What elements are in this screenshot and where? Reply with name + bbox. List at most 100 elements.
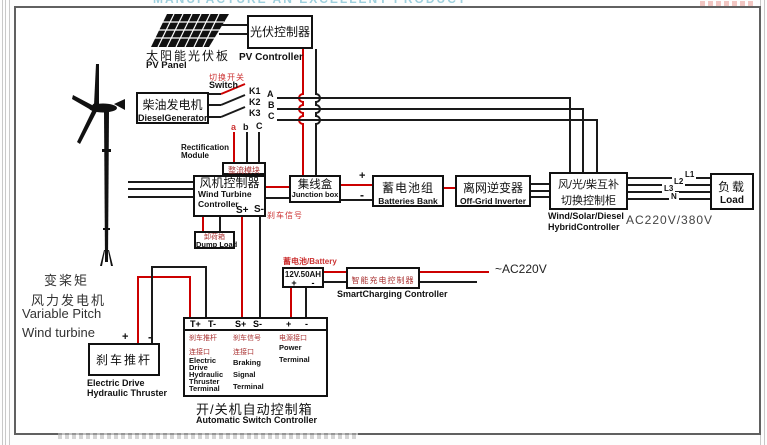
load-zh: 负载 bbox=[717, 180, 746, 194]
switch-en: Switch bbox=[209, 80, 239, 90]
hybrid-controller-box: 风/光/柴互补 切换控制柜 bbox=[549, 172, 628, 210]
rectifier-en1: Rectification bbox=[181, 143, 230, 152]
s-plus-terminal: S+ bbox=[235, 319, 247, 329]
wind-turbine-en: Wind turbine bbox=[22, 325, 95, 340]
col1-zh1: 刹车推杆 bbox=[189, 335, 217, 342]
phase-c-label: C bbox=[268, 111, 275, 121]
left-edge-line bbox=[9, 0, 10, 445]
l1-label: L1 bbox=[683, 170, 697, 179]
pv-controller-label: 光伏控制器 bbox=[249, 25, 310, 39]
right-edge-line bbox=[764, 0, 765, 445]
col2-en1: Braking bbox=[233, 358, 261, 367]
s-minus-label: S- bbox=[254, 204, 264, 215]
charger-zh: 智能充电控制器 bbox=[351, 276, 415, 285]
pv-controller-box: 光伏控制器 bbox=[247, 15, 313, 49]
phase-a-label: A bbox=[267, 89, 274, 99]
k3-label: K3 bbox=[249, 108, 261, 118]
battery12-plus: + bbox=[291, 278, 297, 288]
battery-bank-en: Batteries Bank bbox=[378, 196, 438, 206]
tap-a-label: a bbox=[231, 122, 237, 132]
diesel-en: DieselGenerator bbox=[138, 113, 208, 123]
brake-signal-label: 刹车信号 bbox=[267, 211, 303, 220]
auto-controller-zh: 开/关机自动控制箱 bbox=[196, 402, 313, 417]
battery12-value: 12V.50AH bbox=[284, 270, 322, 279]
s-minus-terminal: S- bbox=[253, 319, 262, 329]
l3-label: L3 bbox=[662, 184, 676, 193]
battery12-minus: - bbox=[311, 278, 315, 288]
diesel-generator-box: 柴油发电机 DieselGenerator bbox=[136, 92, 209, 124]
inverter-zh: 离网逆变器 bbox=[462, 181, 523, 195]
col1-en4: Thruster bbox=[189, 377, 220, 386]
col1-en2: Drive bbox=[189, 363, 208, 372]
s-plus-label: S+ bbox=[236, 205, 249, 216]
wind-controller-box: 风机控制器 Wind Turbine Controller bbox=[193, 175, 266, 217]
hybrid-en2: HybridController bbox=[548, 222, 620, 232]
pv-panel-zh: 太阳能光伏板 bbox=[146, 49, 231, 63]
dump-load-box: 卸荷箱 Dump Load bbox=[194, 231, 238, 249]
hybrid-en1: Wind/Solar/Diesel bbox=[548, 211, 624, 221]
brake-lever-en1: Electric Drive bbox=[87, 378, 145, 388]
k1-label: K1 bbox=[249, 86, 261, 96]
brake-lever-en2: Hydraulic Thruster bbox=[87, 388, 168, 398]
top-banner-text: MANUFACTURE AN EXCELLENT PRODUCT bbox=[153, 0, 467, 6]
top-right-watermark bbox=[700, 1, 756, 7]
ac-output-label: AC220V/380V bbox=[626, 213, 714, 227]
junction-zh: 集线盒 bbox=[297, 179, 333, 191]
hybrid-zh2: 切换控制柜 bbox=[561, 195, 616, 207]
pv-panel-en: PV Panel bbox=[146, 60, 187, 71]
minus-terminal: - bbox=[305, 319, 308, 329]
col2-en2: Signal bbox=[233, 370, 256, 379]
tap-c-label: C bbox=[256, 121, 263, 131]
load-en: Load bbox=[720, 195, 744, 206]
t-plus-terminal: T+ bbox=[190, 319, 201, 329]
battery12-box: 12V.50AH + - bbox=[282, 267, 324, 288]
k2-label: K2 bbox=[249, 97, 261, 107]
t-minus-terminal: T- bbox=[208, 319, 216, 329]
auto-controller-en: Automatic Switch Controller bbox=[196, 415, 318, 425]
col1-en1: Electric bbox=[189, 356, 217, 365]
col3-en2: Terminal bbox=[279, 355, 310, 364]
phase-b-label: B bbox=[268, 100, 275, 110]
auto-controller-box: T+ T- S+ S- + - 刹车推杆 连接口 Electric Drive … bbox=[183, 317, 328, 397]
junction-box: 集线盒 Junction box bbox=[289, 175, 341, 203]
battery-bank-box: 蓄电池组 Batteries Bank bbox=[372, 175, 444, 207]
inverter-box: 离网逆变器 Off-Grid Inverter bbox=[455, 175, 531, 207]
col2-zh2: 连接口 bbox=[233, 349, 254, 356]
variable-pitch-zh2: 风力发电机 bbox=[31, 293, 107, 308]
col3-en1: Power bbox=[279, 343, 302, 352]
auto-col2: 刹车信号 连接口 Braking Signal Terminal bbox=[233, 333, 277, 393]
wind-controller-en1: Wind Turbine bbox=[198, 189, 252, 199]
brake-lever-zh: 刹车推杆 bbox=[95, 353, 152, 367]
brake-lever-box: 刹车推杆 bbox=[88, 343, 160, 376]
pv-controller-en: PV Controller bbox=[239, 52, 303, 63]
n-label: N bbox=[669, 192, 679, 201]
junction-en: Junction box bbox=[291, 190, 339, 199]
auto-col3: 电源接口 Power Terminal bbox=[279, 333, 327, 367]
inverter-en: Off-Grid Inverter bbox=[459, 196, 527, 206]
solar-panel-icon bbox=[151, 13, 229, 48]
brake-minus: - bbox=[148, 330, 152, 344]
brake-plus: + bbox=[122, 331, 129, 343]
tap-b-label: b bbox=[243, 122, 249, 132]
battery-plus: + bbox=[359, 170, 366, 182]
col1-en5: Terminal bbox=[189, 384, 220, 393]
left-edge-line bbox=[5, 0, 6, 445]
load-box: 负载 Load bbox=[710, 173, 754, 210]
hybrid-zh1: 风/光/柴互补 bbox=[557, 179, 620, 191]
diesel-zh: 柴油发电机 bbox=[142, 98, 203, 112]
plus-terminal: + bbox=[286, 319, 292, 329]
battery12-label: 蓄电池/Battery bbox=[283, 257, 337, 266]
ac-input-label: ~AC220V bbox=[495, 262, 547, 276]
battery-minus: - bbox=[360, 188, 364, 202]
col1-zh2: 连接口 bbox=[189, 349, 210, 356]
bottom-watermark bbox=[58, 433, 358, 439]
col1-en3: Hydraulic bbox=[189, 370, 224, 379]
battery-bank-zh: 蓄电池组 bbox=[381, 181, 434, 195]
col2-zh1: 刹车信号 bbox=[233, 335, 261, 342]
dump-load-zh: 卸荷箱 bbox=[204, 234, 225, 241]
l2-label: L2 bbox=[672, 177, 686, 186]
left-edge-line bbox=[2, 0, 3, 445]
wind-controller-en2: Controller bbox=[198, 199, 239, 209]
col2-en3: Terminal bbox=[233, 382, 264, 391]
dump-load-en: Dump Load bbox=[196, 240, 238, 249]
